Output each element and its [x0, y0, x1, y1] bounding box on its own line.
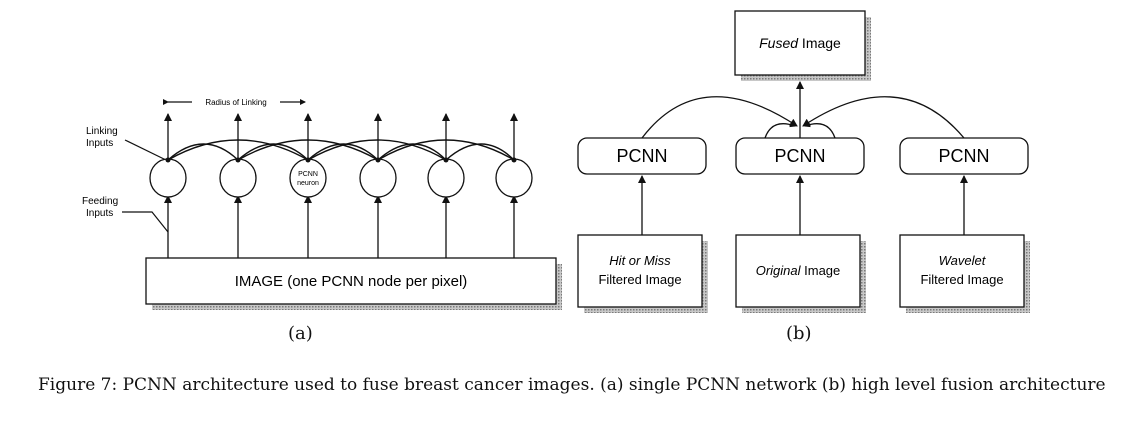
pcnn-neuron-3: PCNN neuron: [289, 113, 327, 258]
pcnn-neuron-1: [149, 113, 187, 258]
panel-b: Fused Image PCNN PCNN PCNN: [577, 10, 1030, 313]
wavelet-image-box: Wavelet Filtered Image: [899, 234, 1030, 313]
pcnn-neuron-4: [359, 113, 397, 258]
wavelet-label-2: Filtered Image: [920, 272, 1003, 287]
image-box: IMAGE (one PCNN node per pixel): [145, 257, 562, 310]
pcnn-left-label: PCNN: [616, 146, 667, 166]
pcnn-neuron-label: PCNN: [298, 171, 318, 178]
pcnn-center-label: PCNN: [774, 146, 825, 166]
pcnn-box-right: PCNN: [899, 137, 1029, 175]
feeding-inputs-label-2: Inputs: [86, 208, 113, 219]
pcnn-neuron-2: [219, 113, 257, 258]
linking-arcs: [167, 139, 515, 161]
panel-a-sublabel: (a): [288, 323, 313, 344]
radius-of-linking-dimension: Radius of Linking: [163, 95, 306, 107]
original-label-italic: Original: [756, 263, 802, 278]
feeding-inputs-pointer: [122, 211, 169, 233]
hit-or-miss-image-box: Hit or Miss Filtered Image: [577, 234, 708, 313]
figure-caption: Figure 7: PCNN architecture used to fuse…: [38, 375, 1106, 395]
svg-text:Fused Image: Fused Image: [759, 35, 841, 51]
linking-inputs-label: Linking: [86, 126, 118, 137]
pcnn-neuron-label-2: neuron: [297, 180, 319, 187]
hit-or-miss-label: Hit or Miss: [609, 253, 671, 268]
image-box-label: IMAGE (one PCNN node per pixel): [235, 273, 468, 290]
radius-of-linking-label: Radius of Linking: [205, 98, 266, 107]
wavelet-label: Wavelet: [939, 253, 987, 268]
pcnn-box-left: PCNN: [577, 137, 707, 175]
feeding-inputs-label: Feeding: [82, 196, 118, 207]
panel-b-sublabel: (b): [786, 323, 812, 344]
pcnn-box-center: PCNN: [735, 137, 865, 175]
fusion-connectors: [638, 81, 968, 235]
fused-image-box: Fused Image: [734, 10, 871, 81]
pcnn-neuron-6: [495, 113, 533, 258]
original-label-rest: Image: [801, 263, 841, 278]
fused-label-rest: Image: [798, 35, 841, 51]
hit-or-miss-label-2: Filtered Image: [598, 272, 681, 287]
linking-inputs-label-2: Inputs: [86, 138, 113, 149]
fused-label-italic: Fused: [759, 35, 799, 51]
figure-diagram: Radius of Linking Linking Inputs Feeding…: [82, 10, 1030, 313]
svg-text:Original Image: Original Image: [756, 263, 841, 278]
original-image-box: Original Image: [735, 234, 866, 313]
pcnn-neuron-5: [427, 113, 465, 258]
linking-inputs-pointer: [124, 139, 167, 161]
pcnn-right-label: PCNN: [938, 146, 989, 166]
linking-junctions: [165, 157, 517, 163]
panel-a: Radius of Linking Linking Inputs Feeding…: [82, 95, 562, 310]
